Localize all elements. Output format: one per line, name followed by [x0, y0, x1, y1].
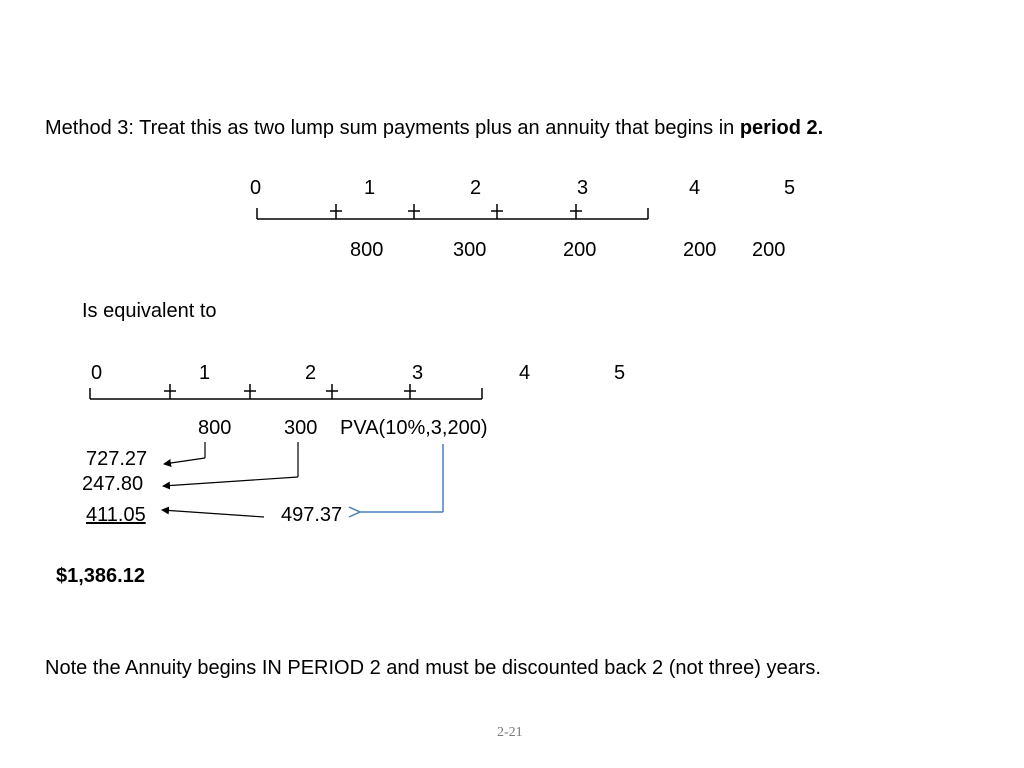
equivalent-label: Is equivalent to — [82, 300, 217, 322]
pv-800-value: 727.27 — [86, 448, 148, 470]
pv-annuity-value: 411.05 — [86, 504, 146, 526]
timeline1-period-5: 5 — [784, 177, 796, 199]
timeline1-period-1: 1 — [364, 177, 376, 199]
method-heading-emphasis: period 2. — [739, 117, 824, 139]
discount-arrow-annuity — [161, 506, 265, 518]
timeline2-period-4: 4 — [519, 362, 531, 384]
discount-arrow-300 — [162, 442, 299, 490]
timeline1-cashflow-1: 800 — [350, 239, 384, 261]
annuity-note: Note the Annuity begins IN PERIOD 2 and … — [45, 657, 821, 679]
timeline1-period-4: 4 — [689, 177, 701, 199]
annuity-value-period2: 497.37 — [281, 504, 343, 526]
timeline1-period-0: 0 — [250, 177, 262, 199]
timeline2-period-3: 3 — [412, 362, 424, 384]
method-heading: Method 3: Treat this as two lump sum pay… — [45, 117, 823, 139]
timeline2-axis — [89, 384, 483, 400]
pv-300-value: 247.80 — [82, 473, 144, 495]
timeline2-period-2: 2 — [305, 362, 317, 384]
total-value: $1,386.12 — [56, 565, 145, 587]
timeline2-cashflow-2: 300 — [284, 417, 318, 439]
timeline1-cashflow-3: 200 — [563, 239, 597, 261]
timeline1-axis — [256, 204, 649, 220]
method-heading-text: Method 3: Treat this as two lump sum pay… — [45, 117, 740, 139]
timeline2-annuity-label: PVA(10%,3,200) — [340, 417, 488, 439]
timeline1-period-3: 3 — [577, 177, 589, 199]
timeline1-cashflow-4: 200 — [683, 239, 717, 261]
timeline2-period-1: 1 — [199, 362, 211, 384]
slide-number: 2-21 — [497, 725, 523, 740]
timeline2-cashflow-1: 800 — [198, 417, 232, 439]
annuity-arrow — [360, 444, 444, 512]
timeline2-period-0: 0 — [91, 362, 103, 384]
timeline1-cashflow-5: 200 — [752, 239, 786, 261]
timeline1-cashflow-2: 300 — [453, 239, 487, 261]
timeline1-period-2: 2 — [470, 177, 482, 199]
discount-arrow-800 — [163, 442, 206, 467]
timeline2-period-5: 5 — [614, 362, 626, 384]
